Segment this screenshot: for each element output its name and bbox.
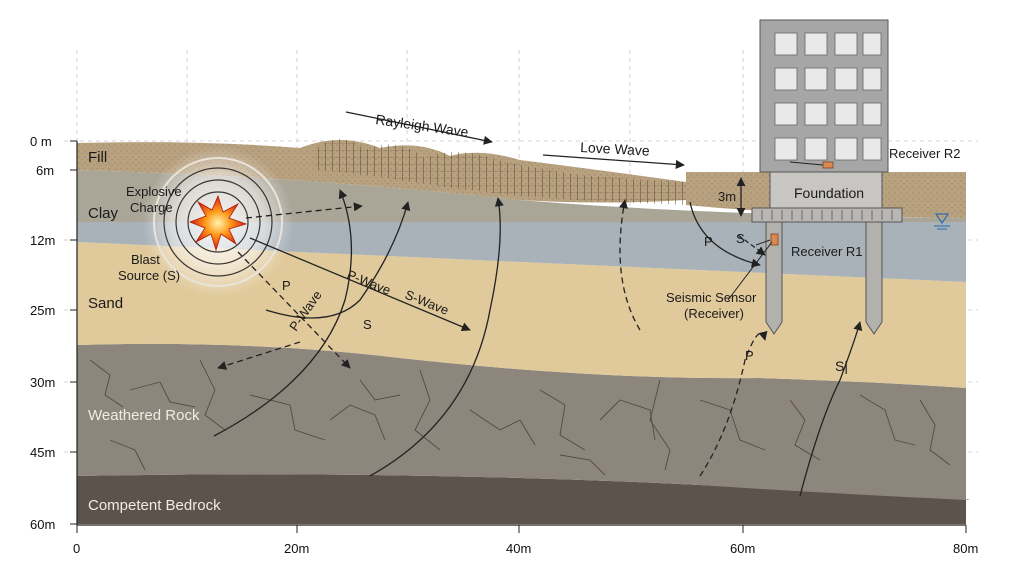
distance-tick-4: 80m — [953, 541, 978, 556]
explosion-icon — [188, 194, 248, 252]
distance-axis-labels: 0 20m 40m 60m 80m — [73, 541, 978, 556]
layer-label-fill: Fill — [88, 149, 107, 166]
soil-layers — [77, 140, 970, 524]
axes — [70, 140, 967, 533]
p-label-3: P — [745, 348, 754, 363]
pile-left — [765, 221, 783, 335]
sensor-label-line1: Seismic Sensor — [666, 290, 757, 305]
receiver-r1-label: Receiver R1 — [791, 244, 863, 259]
receiver-r2-label: Receiver R2 — [889, 146, 961, 161]
depth-tick-1: 6m — [36, 163, 54, 178]
rock-fractures — [89, 359, 951, 476]
receiver-r1-marker — [770, 233, 779, 246]
s-label-2: S — [736, 231, 745, 246]
distance-tick-2: 40m — [506, 541, 531, 556]
blast-source — [142, 146, 294, 298]
depth-tick-3: 25m — [30, 303, 55, 318]
depth-tick-4: 30m — [30, 375, 55, 390]
layer-label-bedrock: Competent Bedrock — [88, 497, 221, 514]
depth-tick-6: 60m — [30, 517, 55, 532]
structure-labels: Foundation Receiver R2 Receiver R1 3m Se… — [666, 146, 961, 321]
charge-label-line1: Explosive — [126, 184, 182, 199]
p-label-2: P — [704, 234, 713, 249]
clay-layer — [77, 170, 966, 222]
water-table-icon — [934, 213, 950, 230]
source-labels: Explosive Charge Blast Source (S) — [118, 184, 182, 283]
depth-tick-2: 12m — [30, 233, 55, 248]
depth-3m-label: 3m — [718, 189, 736, 204]
depth-tick-0: 0 m — [30, 134, 52, 149]
distance-tick-1: 20m — [284, 541, 309, 556]
depth-axis-labels: 0 m 6m 12m 25m 30m 45m 60m — [30, 134, 55, 532]
rayleigh-wave-label: Rayleigh Wave — [375, 111, 470, 140]
receiver-r2-marker — [822, 161, 834, 169]
layer-label-sand: Sand — [88, 295, 123, 312]
water-band-layer — [77, 222, 966, 282]
s-label-1: S — [363, 317, 372, 332]
wave-arrows — [213, 111, 863, 497]
love-wave-label: Love Wave — [580, 139, 650, 159]
depth-tick-5: 45m — [30, 445, 55, 460]
layer-labels: Fill Clay Sand Weathered Rock Competent … — [88, 149, 221, 514]
surface-wave-hatching — [315, 139, 686, 205]
distance-tick-0: 0 — [73, 541, 80, 556]
s-label-3: S| — [835, 358, 848, 374]
layer-label-weathered-rock: Weathered Rock — [88, 407, 200, 424]
charge-label-line2: Charge — [130, 200, 173, 215]
building — [751, 19, 903, 335]
foundation-label: Foundation — [794, 185, 864, 201]
foundation-block — [769, 171, 883, 209]
distance-tick-3: 60m — [730, 541, 755, 556]
pile-right — [865, 221, 883, 335]
blast-label-line2: Source (S) — [118, 268, 180, 283]
bedrock-layer — [77, 474, 970, 524]
blast-label-line1: Blast — [131, 252, 160, 267]
sensor-label-line2: (Receiver) — [684, 306, 744, 321]
pile-cap — [751, 207, 903, 223]
p-label-1: P — [282, 278, 291, 293]
layer-label-clay: Clay — [88, 205, 119, 222]
